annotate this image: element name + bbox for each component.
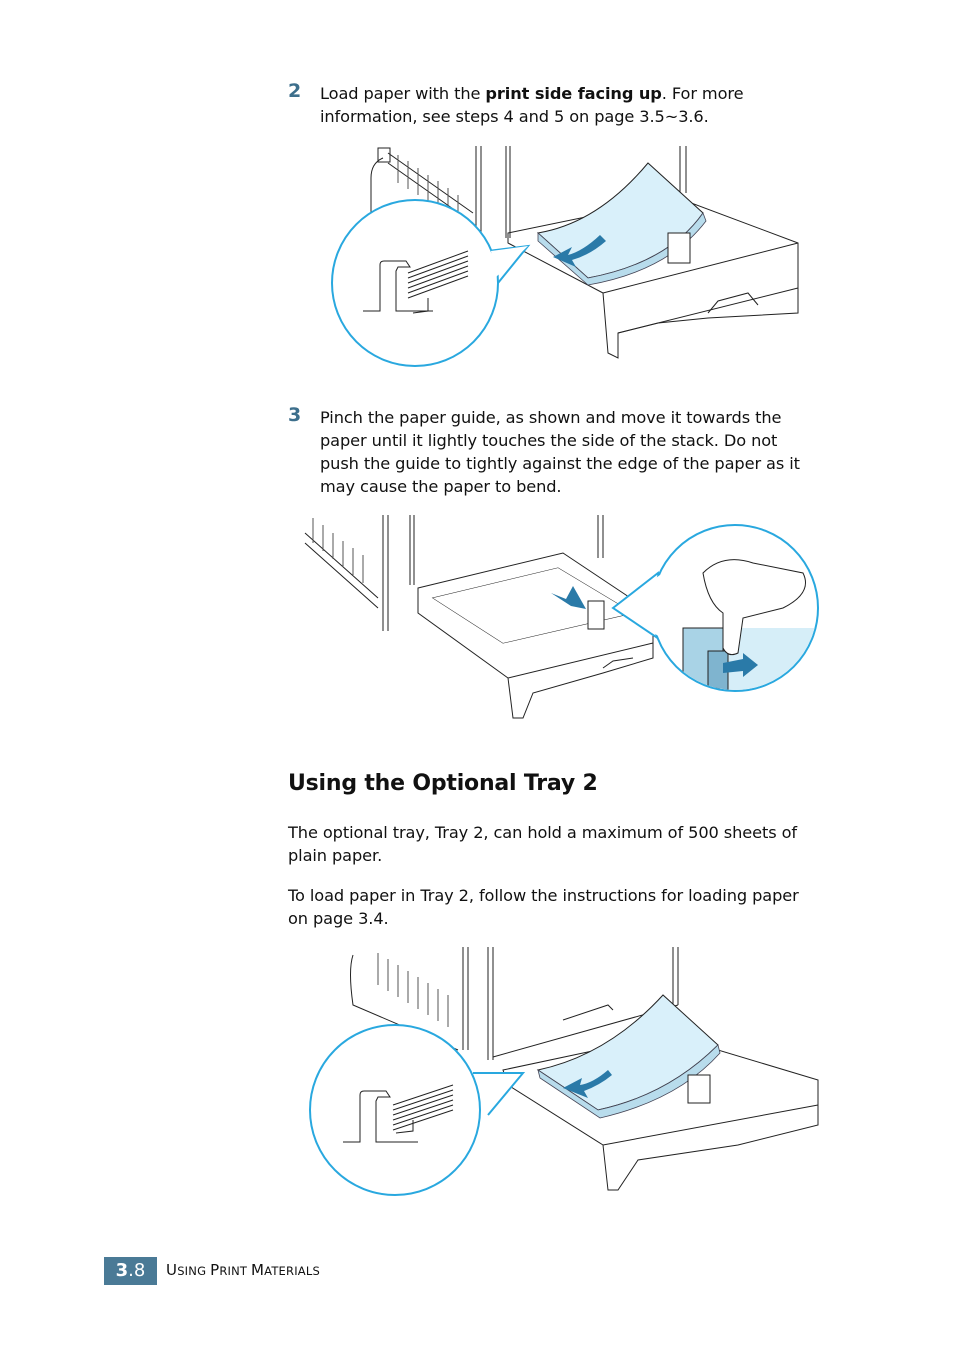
chapter-title: USING PRINT MATERIALS <box>166 1261 320 1279</box>
step-2-text-end: . For more <box>661 84 744 103</box>
step-3-text: Pinch the paper guide, as shown and move… <box>320 406 860 498</box>
title-cap: M <box>250 1261 265 1279</box>
step-2-line2: information, see steps 4 and 5 on page 3… <box>320 107 709 126</box>
step-2-text: Load paper with the print side facing up… <box>320 82 840 128</box>
step-3-line: push the guide to tightly against the ed… <box>320 454 800 473</box>
section-paragraph: To load paper in Tray 2, follow the inst… <box>288 884 858 930</box>
tray-1-load-paper-illustration <box>331 146 799 367</box>
step-2-text-start: Load paper with the <box>320 84 486 103</box>
title-smallcaps: ATERIALS <box>264 1264 320 1278</box>
page-number-badge: 3.8 <box>104 1257 157 1285</box>
step-3-line: paper until it lightly touches the side … <box>320 431 778 450</box>
paper-guide-pinch-illustration <box>304 515 819 719</box>
section-heading: Using the Optional Tray 2 <box>288 771 598 796</box>
paragraph-line: To load paper in Tray 2, follow the inst… <box>288 886 799 905</box>
step-2-emphasis: print side facing up <box>485 84 662 103</box>
step-number: 3 <box>288 404 302 426</box>
chapter-number: 3 <box>115 1260 129 1281</box>
step-3-line: may cause the paper to bend. <box>320 477 562 496</box>
step-number: 2 <box>288 80 302 102</box>
title-smallcaps: RINT <box>219 1264 251 1278</box>
paragraph-line: The optional tray, Tray 2, can hold a ma… <box>288 823 798 842</box>
step-3-line: Pinch the paper guide, as shown and move… <box>320 408 782 427</box>
title-smallcaps: SING <box>177 1264 211 1278</box>
section-paragraph: The optional tray, Tray 2, can hold a ma… <box>288 821 858 867</box>
title-cap: P <box>210 1261 220 1279</box>
paragraph-line: on page 3.4. <box>288 909 389 928</box>
page-number: .8 <box>128 1260 146 1281</box>
paragraph-line: plain paper. <box>288 846 383 865</box>
tray-2-load-paper-illustration <box>309 947 819 1196</box>
title-cap: U <box>166 1261 178 1279</box>
